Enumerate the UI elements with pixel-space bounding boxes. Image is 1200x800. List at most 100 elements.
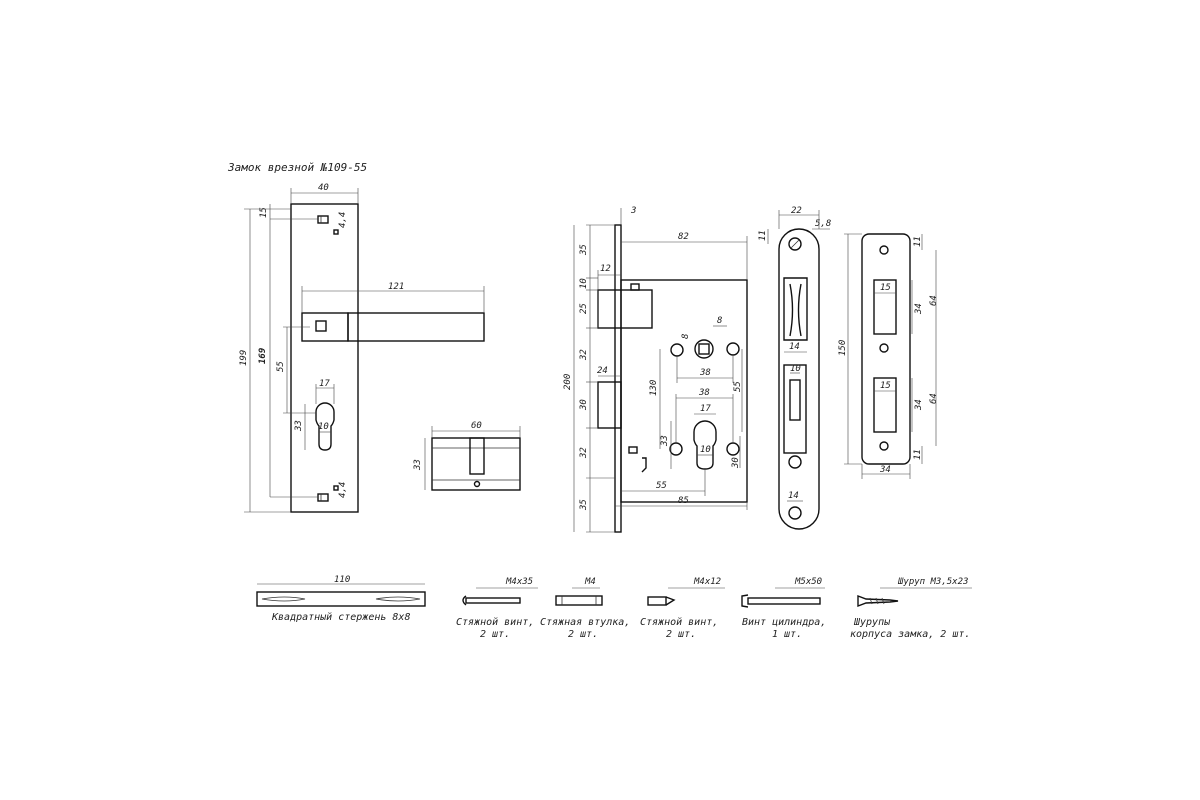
- dim-body-depth: 82: [678, 232, 689, 242]
- strike-bottom-screw: [879, 441, 889, 451]
- dim-screw-bottom: 4,4: [338, 482, 348, 498]
- part-cylinder-screw: M5x50 Винт цилиндра, 1 шт.: [741, 577, 826, 640]
- dim-35-bottom: 35: [579, 499, 589, 511]
- part-bushing-m4-line1: Стяжная втулка,: [540, 617, 630, 628]
- dim-10-b: 10: [700, 445, 711, 455]
- dim-plate-width: 40: [318, 183, 329, 193]
- faceplate-outline: [778, 228, 820, 530]
- part-wood-screw-size: Шуруп М3,5х23: [897, 577, 968, 587]
- dim-latch-width: 12: [600, 264, 611, 274]
- lock-cylinder-cutout: [693, 420, 717, 470]
- dim-faceplate-offset: 5,8: [815, 219, 831, 229]
- handle-plate-view: 40 121 199 169 15 55 17 33 10 4,4 4,4: [239, 183, 485, 513]
- dim-faceplate-thickness: 3: [630, 206, 636, 216]
- faceplate-latch-window: [783, 277, 808, 341]
- case-slot-top: [630, 283, 640, 291]
- mount-hole-left: [670, 343, 684, 357]
- part-bushing-m4: M4 Стяжная втулка, 2 шт.: [540, 577, 630, 640]
- part-wood-screw: Шуруп М3,5х23 Шурупы корпуса замка, 2 шт…: [850, 577, 972, 640]
- handle-lever: [347, 312, 485, 342]
- part-square-rod-size: 110: [334, 575, 350, 585]
- parts-row: 110 Квадратный стержень 8x8 M4x35 Стяжно…: [256, 575, 972, 640]
- dim-faceplate-slot-a: 14: [789, 342, 800, 352]
- dim-faceplate-hole-offset: 11: [758, 230, 768, 241]
- strike-plate-outline: [861, 233, 911, 465]
- dim-slot-a-height: 34: [914, 303, 924, 315]
- faceplate-bolt-window: [783, 364, 807, 454]
- dim-85: 85: [678, 496, 689, 506]
- dim-faceplate-slot-b: 10: [790, 364, 801, 374]
- faceplate-top-screw: [788, 237, 802, 251]
- dim-screw-distance: 169: [258, 348, 268, 364]
- part-screw-m4x12-line2: 2 шт.: [666, 629, 696, 640]
- faceplate-bottom-hole: [788, 455, 802, 469]
- dim-32-a: 32: [579, 349, 589, 361]
- cylinder-cutout: [315, 402, 335, 451]
- case-hook: [641, 457, 647, 473]
- faceplate-view: 14 10 14 22 5,8 11: [758, 206, 831, 530]
- dim-slot-a-width: 15: [880, 283, 891, 293]
- dim-35-top: 35: [579, 244, 589, 256]
- part-screw-m4x35: M4x35 Стяжной винт, 2 шт.: [456, 577, 538, 640]
- dim-cylinder-length: 60: [471, 421, 482, 431]
- dim-strike-height: 150: [838, 340, 848, 356]
- part-square-rod-caption: Квадратный стержень 8x8: [271, 611, 410, 623]
- dim-32-b: 32: [579, 447, 589, 459]
- dim-130: 130: [649, 380, 659, 396]
- part-screw-m4x35-line1: Стяжной винт,: [456, 616, 534, 628]
- dim-55-vertical: 55: [733, 381, 743, 392]
- dim-10: 10: [579, 278, 589, 289]
- strike-latch-slot: [873, 279, 897, 335]
- dim-plate-height: 199: [239, 350, 249, 366]
- dim-30-a: 30: [579, 399, 589, 411]
- dim-cylinder-width: 17: [319, 379, 330, 389]
- dim-25: 25: [579, 303, 589, 314]
- dim-faceplate-width: 22: [791, 206, 802, 216]
- dim-slot-b-width: 15: [880, 381, 891, 391]
- dim-slot-a-span: 64: [929, 295, 939, 306]
- part-wood-screw-line1: Шурупы: [853, 617, 891, 628]
- part-screw-m4x12-line1: Стяжной винт,: [640, 616, 718, 628]
- cylinder-cam: [469, 437, 485, 475]
- dim-faceplate-slot-c: 14: [788, 491, 799, 501]
- cylinder-mount-right: [726, 442, 740, 456]
- strike-bolt-slot: [873, 377, 897, 433]
- dim-cylinder-height: 33: [294, 420, 304, 432]
- dim-strike-top: 11: [913, 236, 923, 247]
- dim-screw-top: 4,4: [338, 212, 348, 228]
- dim-strike-width: 34: [879, 465, 891, 475]
- part-bushing-m4-line2: 2 шт.: [568, 629, 598, 640]
- dead-bolt: [597, 381, 622, 429]
- dim-slot-b-span: 64: [929, 393, 939, 404]
- dim-handle-length: 121: [388, 282, 404, 292]
- strike-top-screw: [879, 245, 889, 255]
- cylinder-screw-hole: [473, 480, 481, 488]
- handle-plate: [290, 203, 359, 513]
- strike-plate-view: 150 34 11 15 34 64 15 34 64 11: [838, 233, 939, 479]
- mount-hole-right: [726, 342, 740, 356]
- top-screw-hole: [317, 215, 329, 224]
- dim-30-b: 30: [731, 457, 741, 469]
- dim-17: 17: [700, 404, 711, 414]
- lock-body-view: 3 82 12 35 10 25 32 30 32 35 200 24 130 …: [563, 206, 748, 533]
- dim-24: 24: [597, 366, 608, 376]
- part-cylinder-screw-size: M5x50: [794, 577, 822, 587]
- dim-38-b: 38: [698, 388, 710, 398]
- cylinder-mount-left: [669, 442, 683, 456]
- dim-hole-8: 8: [717, 316, 722, 326]
- part-bushing-m4-size: M4: [584, 577, 596, 587]
- dim-cylinder-bottom: 10: [318, 422, 329, 432]
- dim-38-a: 38: [699, 368, 711, 378]
- faceplate-bottom-screw: [788, 506, 802, 520]
- dim-top-offset: 15: [259, 207, 269, 218]
- dim-55-horizontal: 55: [656, 481, 667, 491]
- part-cylinder-screw-line1: Винт цилиндра,: [742, 617, 826, 628]
- dim-33: 33: [660, 435, 670, 447]
- bottom-screw-hole: [317, 493, 329, 502]
- spindle-hole: [694, 339, 714, 359]
- drawing-title: Замок врезной №109-55: [227, 161, 367, 174]
- strike-center-screw: [879, 343, 889, 353]
- dim-cylinder-body-height: 33: [413, 459, 423, 471]
- part-screw-m4x35-line2: 2 шт.: [480, 629, 510, 640]
